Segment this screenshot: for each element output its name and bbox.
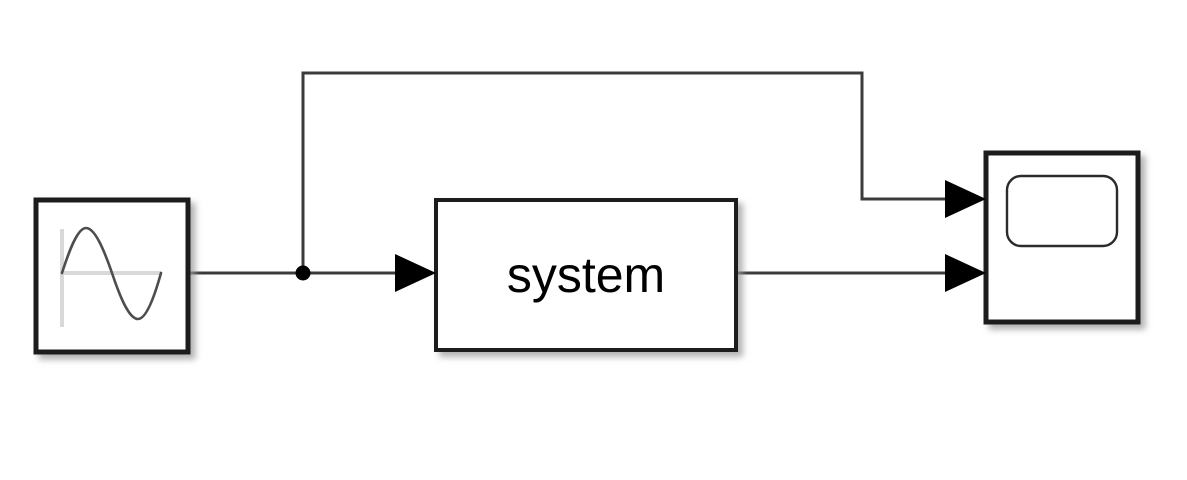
sine-waveform-icon: [60, 226, 163, 327]
system-block-label: system: [506, 247, 666, 303]
scope-block[interactable]: [983, 150, 1141, 325]
wire-layer: [186, 71, 952, 275]
system-block-body[interactable]: [434, 198, 738, 352]
system-block[interactable]: [434, 198, 738, 352]
arrowhead-system-input: [395, 254, 436, 292]
wire-branch-to-scope-top[interactable]: [301, 71, 952, 275]
signal-branch-point[interactable]: [295, 265, 311, 281]
arrowhead-layer: [395, 180, 986, 292]
sine-wave-source-block[interactable]: [33, 197, 191, 355]
scope-screen-icon: [1005, 174, 1119, 248]
arrowhead-scope-input-1: [945, 180, 986, 218]
sine-curve-path: [60, 226, 163, 321]
arrowhead-scope-input-2: [945, 254, 986, 292]
